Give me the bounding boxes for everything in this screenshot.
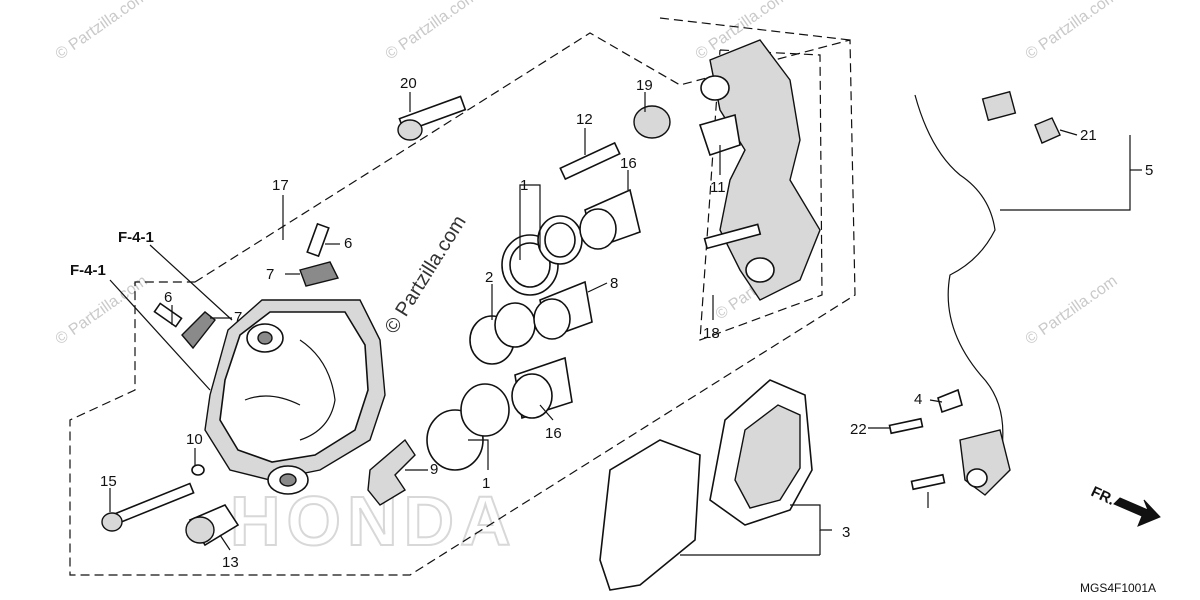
- callout-16: 16: [545, 425, 562, 442]
- caliper-bracket: [698, 39, 821, 301]
- pins-and-bolts: [397, 95, 671, 181]
- callout-13: 13: [222, 554, 239, 571]
- lower-pins: [101, 464, 240, 547]
- speed-sensor: [888, 90, 1061, 496]
- caliper-body: [204, 299, 386, 495]
- callout-5: 5: [1145, 162, 1153, 179]
- callout-6: 6: [164, 289, 172, 306]
- callout-21: 22: [850, 421, 867, 438]
- front-direction-indicator: FR.: [1088, 483, 1161, 527]
- watermark-center: © Partzilla.com: [381, 212, 471, 338]
- callout-10: 10: [186, 431, 203, 448]
- callout-7: 7: [266, 266, 274, 283]
- leader-lines: [109, 92, 1142, 556]
- callout-16: 16: [620, 155, 637, 172]
- watermark: © Partzilla.com: [383, 0, 481, 63]
- bleeder-parts: [153, 222, 340, 350]
- callout-19: 20: [400, 75, 417, 92]
- callout-11: 11: [710, 179, 726, 196]
- callout-7: 7: [234, 309, 242, 326]
- callout-12: 12: [576, 111, 593, 128]
- callout-20: 21: [1080, 127, 1097, 144]
- brake-pads: [599, 379, 813, 591]
- callout-3: 3: [842, 524, 850, 541]
- watermark: © Partzilla.com: [53, 0, 151, 63]
- callout-6: 6: [344, 235, 352, 252]
- watermark-group: © Partzilla.com © Partzilla.com © Partzi…: [53, 0, 1121, 561]
- ref-f-4-1: F-4-1: [70, 262, 106, 279]
- callout-2: 2: [485, 269, 493, 286]
- front-label: FR.: [1088, 483, 1117, 509]
- callout-18: 18: [703, 325, 720, 342]
- callout-9: 9: [430, 461, 438, 478]
- callout-8: 8: [610, 275, 618, 292]
- ref-f-4-1: F-4-1: [118, 229, 154, 246]
- watermark: © Partzilla.com: [53, 273, 151, 349]
- diagram-code: MGS4F1001A: [1080, 581, 1156, 595]
- callout-4: 4: [914, 391, 922, 408]
- callout-15: 15: [100, 473, 117, 490]
- watermark: © Partzilla.com: [1023, 0, 1121, 63]
- callouts: 20 19 12 16 1 11 17 F-4-1 6 F-4-1 7 2 8 …: [70, 75, 1153, 571]
- callout-17: 17: [272, 177, 289, 194]
- pad-spring: [367, 438, 416, 506]
- callout-1: 1: [482, 475, 490, 492]
- brand-watermark: HONDA: [230, 482, 517, 560]
- front-arrow-icon: [1113, 497, 1161, 527]
- watermark: © Partzilla.com: [1023, 273, 1121, 349]
- callout-14: 19: [636, 77, 653, 94]
- callout-1: 1: [520, 177, 528, 194]
